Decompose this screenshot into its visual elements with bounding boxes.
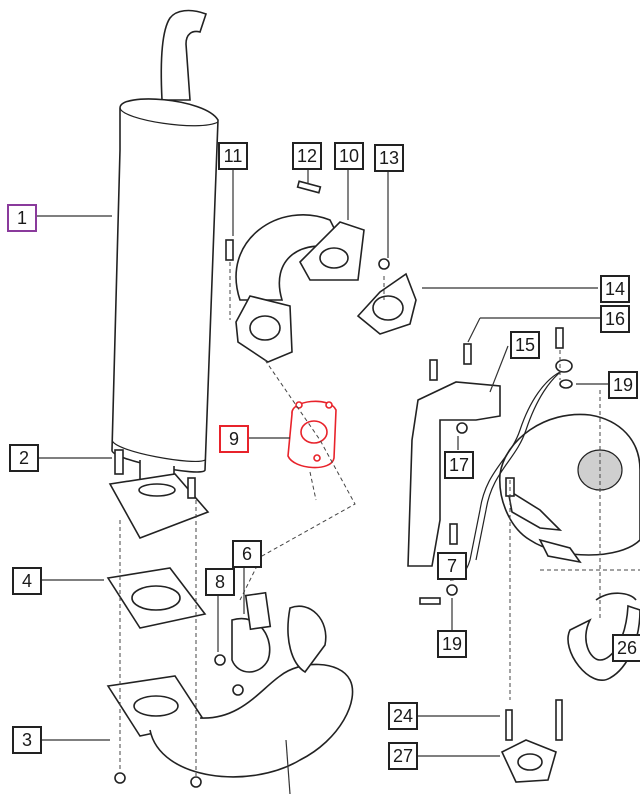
callout-7[interactable]: 7 (437, 552, 467, 580)
callout-10[interactable]: 10 (334, 142, 364, 170)
callout-15[interactable]: 15 (510, 331, 540, 359)
elbow-pipe (235, 214, 365, 363)
callout-12[interactable]: 12 (292, 142, 322, 170)
gasket-14 (356, 272, 417, 335)
callout-19-upper[interactable]: 19 (608, 371, 638, 399)
turbocharger (449, 359, 640, 783)
callout-9[interactable]: 9 (219, 425, 249, 453)
callout-1[interactable]: 1 (7, 204, 37, 232)
callout-16[interactable]: 16 (600, 305, 630, 333)
callout-27[interactable]: 27 (388, 742, 418, 770)
callout-26[interactable]: 26 (612, 634, 640, 662)
callout-8[interactable]: 8 (205, 568, 235, 596)
muffler-flange (108, 473, 210, 539)
callout-14[interactable]: 14 (600, 275, 630, 303)
callout-6[interactable]: 6 (232, 540, 262, 568)
bracket (407, 381, 501, 567)
leader-lines (36, 168, 608, 795)
exhaust-pipe-lower (106, 591, 354, 778)
bolts (114, 180, 564, 605)
gasket-4 (106, 567, 207, 629)
assembly-dashed-lines (119, 262, 640, 776)
nuts (114, 258, 468, 788)
callout-4[interactable]: 4 (12, 567, 42, 595)
callout-13[interactable]: 13 (374, 144, 404, 172)
callout-3[interactable]: 3 (12, 726, 42, 754)
callout-2[interactable]: 2 (9, 444, 39, 472)
gasket-9-highlighted (287, 400, 337, 469)
callout-19-lower[interactable]: 19 (437, 630, 467, 658)
muffler (111, 9, 219, 507)
callout-17[interactable]: 17 (444, 451, 474, 479)
callout-24[interactable]: 24 (388, 702, 418, 730)
callout-11[interactable]: 11 (218, 142, 248, 170)
